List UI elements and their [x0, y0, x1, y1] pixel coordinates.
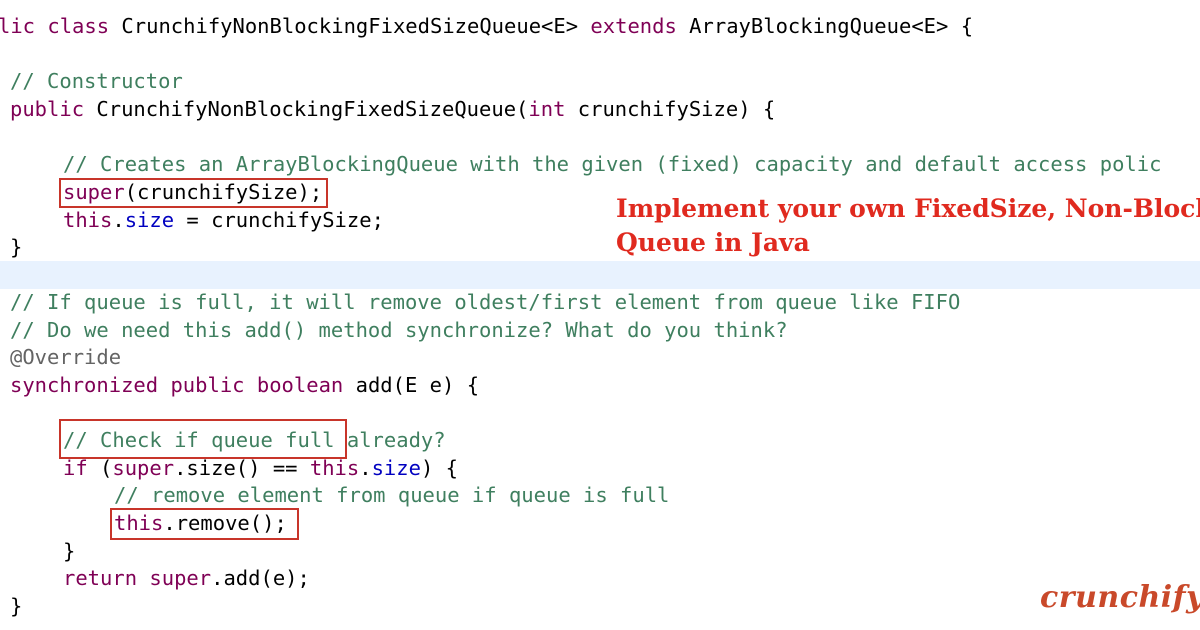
super-call-args: (crunchifySize);: [124, 180, 323, 204]
constructor-name: CrunchifyNonBlockingFixedSizeQueue(: [96, 97, 529, 121]
article-title-line-1: Implement your own FixedSize, Non-Blocki: [616, 194, 1200, 223]
dot-operator: .: [359, 456, 372, 480]
field-size: size: [124, 208, 175, 232]
keyword-if: if: [63, 456, 101, 480]
field-size: size: [371, 456, 421, 480]
keyword-class: lic class: [0, 14, 122, 38]
code-line-super-call: super(crunchifySize);: [63, 178, 322, 206]
keyword-public: public: [170, 373, 257, 397]
keyword-extends: extends: [590, 14, 690, 38]
superclass-name: ArrayBlockingQueue<E> {: [689, 14, 974, 38]
code-line-this-size: this.size = crunchifySize;: [63, 206, 384, 234]
keyword-this: this: [63, 208, 113, 232]
code-line-override-annotation: @Override: [10, 345, 122, 369]
highlight-box-check-comment: [59, 419, 347, 459]
code-line-queue-full-comment: // If queue is full, it will remove olde…: [10, 290, 961, 314]
dot-operator: .: [112, 208, 125, 232]
code-line-add-declaration: synchronized public boolean add(E e) {: [10, 371, 479, 399]
code-line-close-constructor: }: [10, 235, 23, 259]
keyword-this: this: [114, 511, 164, 535]
constructor-params: crunchifySize) {: [577, 97, 776, 121]
keyword-super: super: [149, 566, 212, 590]
code-line-remove-call: this.remove();: [114, 509, 287, 537]
remove-method-call: .remove();: [163, 511, 287, 535]
code-line-creates-comment: // Creates an ArrayBlockingQueue with th…: [63, 152, 1162, 176]
code-line-close-if: }: [63, 539, 76, 563]
keyword-synchronized: synchronized: [10, 373, 171, 397]
if-paren: (: [100, 456, 113, 480]
crunchify-logo: crunchify.c: [1040, 580, 1200, 615]
code-line-class-declaration: lic class CrunchifyNonBlockingFixedSizeQ…: [0, 12, 973, 40]
add-call: .add(e);: [211, 566, 310, 590]
keyword-int: int: [528, 97, 578, 121]
highlight-box-super-call: [59, 178, 328, 208]
article-title: Implement your own FixedSize, Non-Blocki…: [616, 192, 1200, 260]
current-line-highlight: [0, 261, 1200, 289]
if-close: ) {: [420, 456, 458, 480]
code-line-synchronize-comment: // Do we need this add() method synchron…: [10, 318, 788, 342]
code-line-close-method: }: [10, 594, 23, 618]
code-line-remove-comment: // remove element from queue if queue is…: [114, 483, 670, 507]
highlight-box-remove-call: [110, 508, 299, 540]
keyword-boolean: boolean: [256, 373, 356, 397]
code-line-constructor-declaration: public CrunchifyNonBlockingFixedSizeQueu…: [10, 95, 775, 123]
keyword-public: public: [10, 97, 97, 121]
method-signature: add(E e) {: [355, 373, 480, 397]
code-line-constructor-comment: // Constructor: [10, 69, 183, 93]
keyword-this: this: [309, 456, 360, 480]
assignment-rest: = crunchifySize;: [174, 208, 384, 232]
code-line-if-statement: if (super.size() == this.size) {: [63, 454, 458, 482]
code-line-return: return super.add(e);: [63, 564, 310, 592]
keyword-super: super: [112, 456, 175, 480]
keyword-super: super: [63, 180, 125, 204]
keyword-return: return: [63, 566, 150, 590]
class-name: CrunchifyNonBlockingFixedSizeQueue<E>: [121, 14, 591, 38]
size-compare: .size() ==: [174, 456, 310, 480]
code-line-check-comment: // Check if queue full already?: [63, 428, 446, 452]
article-title-line-2: Queue in Java: [616, 228, 810, 257]
